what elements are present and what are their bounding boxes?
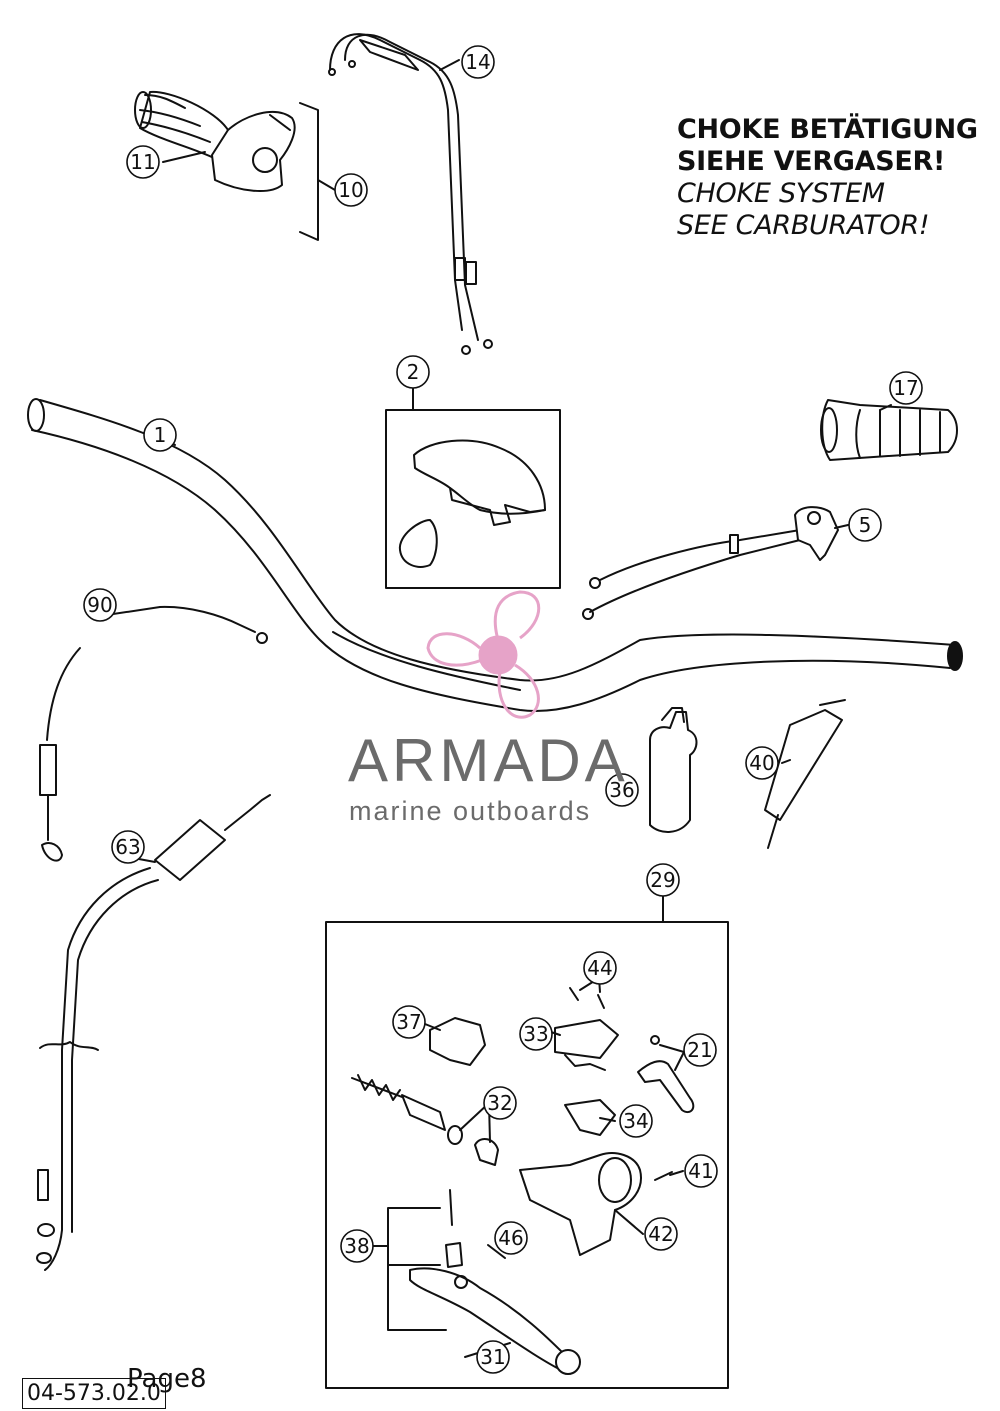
callout-label: 21 [687, 1038, 712, 1062]
note-line-2: SIEHE VERGASER! [677, 146, 946, 177]
callout-37: 37 [392, 1005, 426, 1039]
callout-group: 1 2 5 10 11 14 17 21 29 31 32 33 34 36 37 38 40 41 42 44 46 6… [83, 45, 923, 1374]
choke-note: CHOKE BETÄTIGUNG SIEHE VERGASER! CHOKE S… [677, 114, 978, 242]
callout-34: 34 [619, 1104, 653, 1138]
callout-14: 14 [461, 45, 495, 79]
document-code: 04-573.02.0 [22, 1378, 166, 1409]
syringe [764, 699, 846, 849]
callout-5: 5 [848, 508, 882, 542]
callout-label: 34 [623, 1109, 648, 1133]
callout-10: 10 [334, 173, 368, 207]
callout-label: 44 [587, 956, 612, 980]
callout-label: 10 [338, 178, 363, 202]
callout-label: 41 [688, 1159, 713, 1183]
note-line-4: SEE CARBURATOR! [677, 210, 930, 241]
callout-label: 31 [480, 1345, 505, 1369]
callout-label: 63 [115, 835, 140, 859]
callout-29: 29 [646, 863, 680, 897]
throttle-cables [328, 33, 493, 355]
hydraulic-line [36, 794, 271, 1271]
callout-33: 33 [519, 1017, 553, 1051]
callout-label: 42 [648, 1222, 673, 1246]
callout-44: 44 [583, 951, 617, 985]
watermark-brand: ARMADA [348, 727, 629, 794]
watermark-subtitle: marine outboards [349, 796, 592, 826]
callout-2: 2 [396, 355, 430, 389]
callout-label: 29 [650, 868, 675, 892]
handlebar [27, 398, 963, 712]
armada-logo [426, 590, 541, 719]
callout-46: 46 [494, 1221, 528, 1255]
callout-42: 42 [644, 1217, 678, 1251]
callout-31: 31 [476, 1340, 510, 1374]
callout-1: 1 [143, 418, 177, 452]
left-grip [820, 399, 958, 461]
callout-36: 36 [605, 773, 639, 807]
throttle-assembly [134, 90, 319, 241]
oil-bottle [649, 707, 698, 833]
callout-label: 5 [859, 513, 872, 537]
callout-41: 41 [684, 1154, 718, 1188]
callout-label: 1 [154, 423, 167, 447]
callout-38: 38 [340, 1229, 374, 1263]
callout-label: 11 [130, 150, 155, 174]
callout-17: 17 [889, 371, 923, 405]
callout-32: 32 [483, 1086, 517, 1120]
callout-label: 17 [893, 376, 918, 400]
note-line-3: CHOKE SYSTEM [677, 178, 885, 209]
callout-label: 38 [344, 1234, 369, 1258]
callout-label: 2 [407, 360, 420, 384]
note-line-1: CHOKE BETÄTIGUNG [677, 114, 978, 145]
callout-40: 40 [745, 746, 779, 780]
master-cylinder-box [325, 894, 729, 1389]
callout-90: 90 [83, 588, 117, 622]
callout-label: 37 [396, 1010, 421, 1034]
callout-label: 36 [609, 778, 634, 802]
callout-label: 46 [498, 1226, 523, 1250]
kill-switch [582, 506, 839, 620]
cross-pad-box [385, 409, 561, 589]
callout-11: 11 [126, 145, 160, 179]
callout-label: 32 [487, 1091, 512, 1115]
clutch-cable [39, 605, 268, 862]
callout-63: 63 [111, 830, 145, 864]
callout-label: 90 [87, 593, 112, 617]
callout-label: 33 [523, 1022, 548, 1046]
page-label: Page8 [127, 1364, 207, 1394]
master-cylinder-parts [351, 987, 695, 1375]
callout-label: 40 [749, 751, 774, 775]
callout-label: 14 [465, 50, 490, 74]
callout-21: 21 [683, 1033, 717, 1067]
